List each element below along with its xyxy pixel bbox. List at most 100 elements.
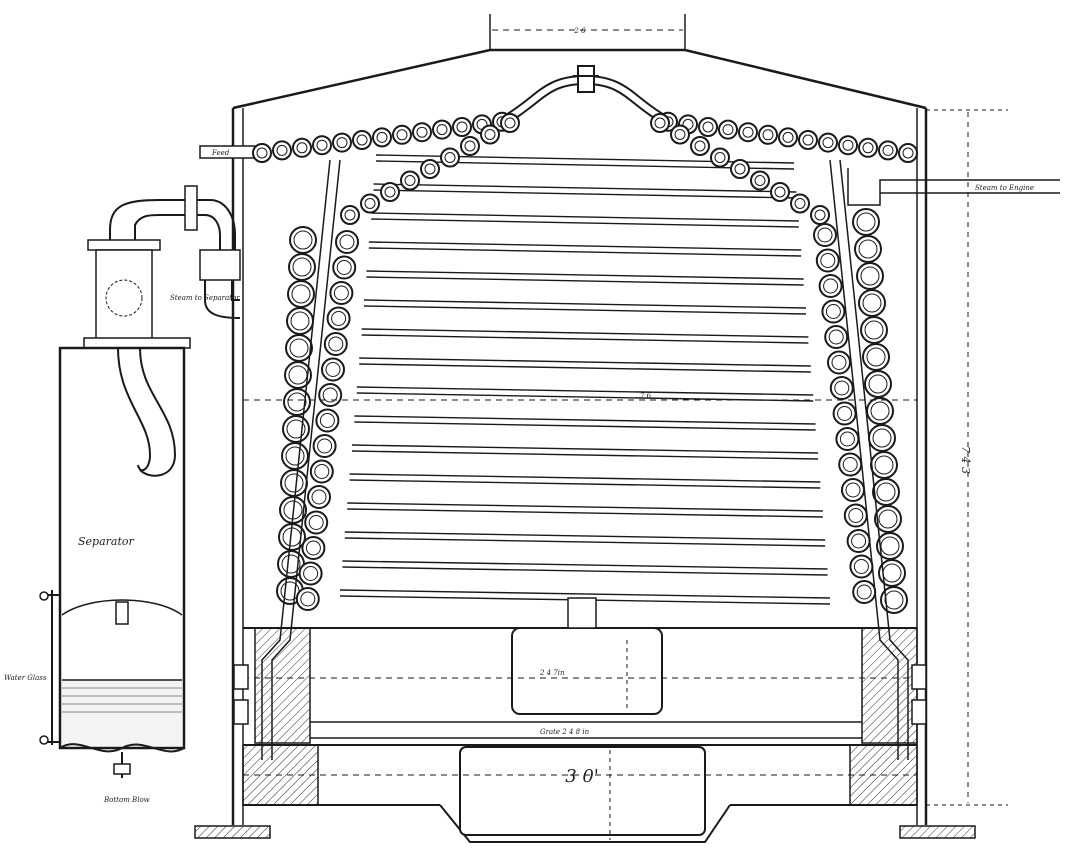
coil-tube: [710, 147, 730, 168]
feed-pipe: Feed: [199, 145, 261, 159]
coil-tube: [821, 299, 846, 324]
horizontal-tube: [354, 415, 816, 431]
coil-tube: [295, 587, 320, 611]
coil-tube: [332, 132, 352, 153]
steam-to-separator-label: Steam to Separator: [170, 294, 240, 302]
coil-tube: [898, 143, 918, 163]
horizontal-tube: [344, 531, 826, 547]
horizontal-tube: [368, 241, 802, 257]
separator-water: [62, 680, 182, 746]
coil-tube: [323, 332, 348, 356]
coil-tube: [480, 124, 500, 145]
coil-tube: [500, 113, 520, 133]
horizontal-tube: [349, 473, 821, 489]
ash-pit: 3 0': [242, 744, 918, 843]
coil-tube: [284, 361, 312, 389]
water-glass-label: Water Glass: [4, 674, 47, 682]
coil-tube: [281, 442, 309, 470]
height-label: 7 4 3: [959, 446, 972, 474]
coil-tube: [860, 316, 888, 344]
coil-tube: [400, 170, 420, 191]
coil-tube: [420, 159, 440, 179]
coil-tube: [718, 119, 738, 140]
ashpit-width-label: 3 0': [565, 766, 599, 787]
horizontal-tube: [347, 502, 823, 518]
coil-tube: [750, 170, 770, 191]
height-dimension: 7 4 3: [926, 109, 1008, 806]
coil-tube: [790, 193, 810, 214]
inner-width-dimension: 7 6: [243, 392, 917, 401]
feed-label: Feed: [211, 149, 230, 157]
coil-tube: [332, 255, 357, 280]
coil-tube: [289, 226, 317, 254]
coil-tube: [849, 554, 874, 579]
coil-tube: [852, 580, 877, 604]
horizontal-tube: [342, 560, 828, 576]
coil-tube: [309, 459, 334, 484]
coil-tube: [690, 136, 710, 156]
coil-tube: [758, 124, 778, 145]
fire-door: [511, 627, 663, 715]
coil-tube: [372, 127, 392, 148]
coil-tube: [315, 408, 340, 433]
coil-tube: [335, 230, 359, 254]
top-dimension: 2 6: [489, 14, 686, 50]
coil-tube: [824, 325, 849, 349]
steam-to-engine-label: Steam to Engine: [975, 184, 1034, 192]
coil-tube: [282, 415, 310, 443]
coil-tube: [798, 130, 818, 150]
horizontal-tube: [356, 386, 814, 402]
coil-tube: [301, 536, 326, 560]
coil-tube: [738, 122, 758, 143]
coil-tube: [312, 434, 337, 458]
coil-tube: [856, 262, 884, 290]
separator-label: Separator: [78, 535, 135, 548]
horizontal-tube: [363, 299, 807, 315]
coil-tube: [326, 306, 351, 331]
coil-tube: [770, 182, 790, 202]
coil-tube: [730, 159, 750, 179]
coil-tube: [352, 130, 372, 150]
coil-tube: [380, 182, 400, 202]
ash-door: [459, 746, 706, 836]
coil-tube: [650, 113, 670, 133]
coil-tube: [272, 140, 292, 161]
coil-tube: [835, 427, 860, 451]
coil-tube: [392, 124, 412, 145]
coil-tube: [252, 143, 272, 163]
coil-tube: [360, 193, 380, 214]
coil-tube: [870, 451, 898, 479]
coil-tube: [852, 208, 880, 236]
horizontal-tubes: [339, 154, 831, 605]
horizontal-tube: [373, 183, 797, 199]
coil-tube: [868, 424, 896, 452]
right-foot: [899, 825, 976, 839]
coil-tube: [285, 334, 313, 362]
coil-tube: [412, 122, 432, 143]
coil-tube: [876, 532, 904, 560]
coil-tube: [329, 281, 354, 305]
coil-tube: [827, 350, 851, 375]
coil-tube: [874, 505, 902, 533]
horizontal-tube: [366, 270, 804, 286]
coil-tube: [832, 401, 857, 426]
top-width-label: 2 6: [573, 27, 586, 35]
coil-tube: [862, 343, 890, 371]
horizontal-tube: [361, 328, 809, 344]
coil-tube: [838, 135, 858, 156]
left-foot: [194, 825, 271, 839]
coil-tube: [287, 280, 315, 308]
coil-tube: [440, 147, 460, 168]
coil-tube: [810, 205, 830, 225]
coil-tube: [698, 117, 718, 137]
horizontal-tube: [359, 357, 811, 373]
coil-tube: [318, 383, 343, 407]
coil-tube: [278, 523, 306, 551]
coil-tube: [280, 469, 308, 497]
separator: Steam to Separator Separator Water Glass: [4, 185, 241, 804]
inner-width-label: 7 6: [640, 392, 652, 400]
coil-tube: [778, 127, 798, 148]
coil-tube: [307, 485, 331, 509]
coil-tube: [872, 478, 900, 506]
